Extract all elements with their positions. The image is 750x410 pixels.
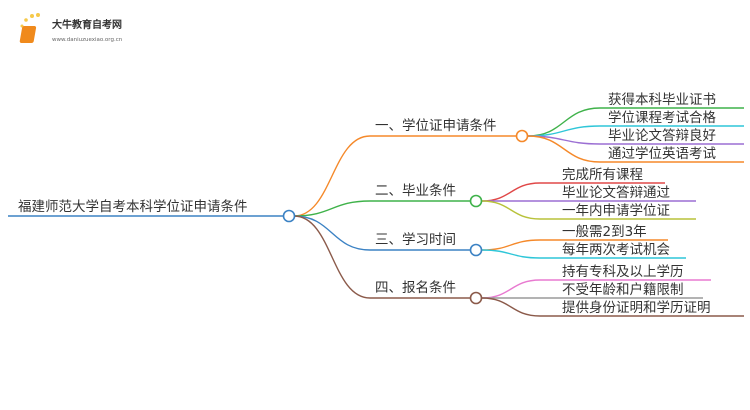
leaf-label: 每年两次考试机会 bbox=[562, 242, 670, 258]
branch-collapse-toggle[interactable] bbox=[515, 129, 529, 143]
leaf-connector bbox=[481, 239, 541, 251]
book-icon bbox=[19, 13, 40, 43]
logo-url: www.daniuzuexiao.org.cn bbox=[52, 37, 123, 43]
branch-connector bbox=[293, 215, 371, 251]
logo: 大牛教育自考网 www.daniuzuexiao.org.cn bbox=[19, 13, 123, 43]
leaf-connector bbox=[481, 182, 541, 202]
branch-label: 一、学位证申请条件 bbox=[375, 117, 497, 134]
leaf-label: 完成所有课程 bbox=[562, 167, 643, 183]
branch-connector bbox=[293, 135, 371, 217]
leaf-connector bbox=[481, 249, 541, 259]
branch-collapse-toggle[interactable] bbox=[469, 243, 483, 257]
leaf-label: 通过学位英语考试 bbox=[608, 145, 716, 162]
branch-connector bbox=[293, 200, 371, 217]
leaf-connector bbox=[481, 200, 541, 220]
leaf-label: 提供身份证明和学历证明 bbox=[562, 300, 711, 316]
branch-collapse-toggle[interactable] bbox=[469, 291, 483, 305]
root-collapse-toggle[interactable] bbox=[282, 209, 296, 223]
leaf-label: 学位课程考试合格 bbox=[608, 110, 716, 126]
leaf-label: 持有专科及以上学历 bbox=[562, 264, 684, 280]
leaf-label: 获得本科毕业证书 bbox=[608, 91, 716, 108]
branch-collapse-toggle[interactable] bbox=[469, 194, 483, 208]
branch-connector bbox=[293, 215, 371, 299]
branch-label: 二、毕业条件 bbox=[375, 182, 456, 199]
leaf-label: 毕业论文答辩通过 bbox=[562, 184, 670, 201]
logo-name: 大牛教育自考网 bbox=[52, 18, 122, 31]
root-label: 福建师范大学自考本科学位证申请条件 bbox=[18, 198, 248, 215]
leaf-connector bbox=[481, 297, 541, 317]
leaf-connector bbox=[527, 135, 601, 163]
leaf-connector bbox=[527, 107, 601, 137]
leaf-connector bbox=[481, 279, 541, 299]
branch-label: 三、学习时间 bbox=[375, 232, 456, 248]
leaf-label: 毕业论文答辩良好 bbox=[608, 127, 716, 144]
leaf-label: 一般需2到3年 bbox=[562, 224, 647, 240]
leaf-label: 不受年龄和户籍限制 bbox=[562, 281, 684, 298]
leaf-label: 一年内申请学位证 bbox=[562, 203, 670, 219]
branch-label: 四、报名条件 bbox=[375, 279, 456, 296]
